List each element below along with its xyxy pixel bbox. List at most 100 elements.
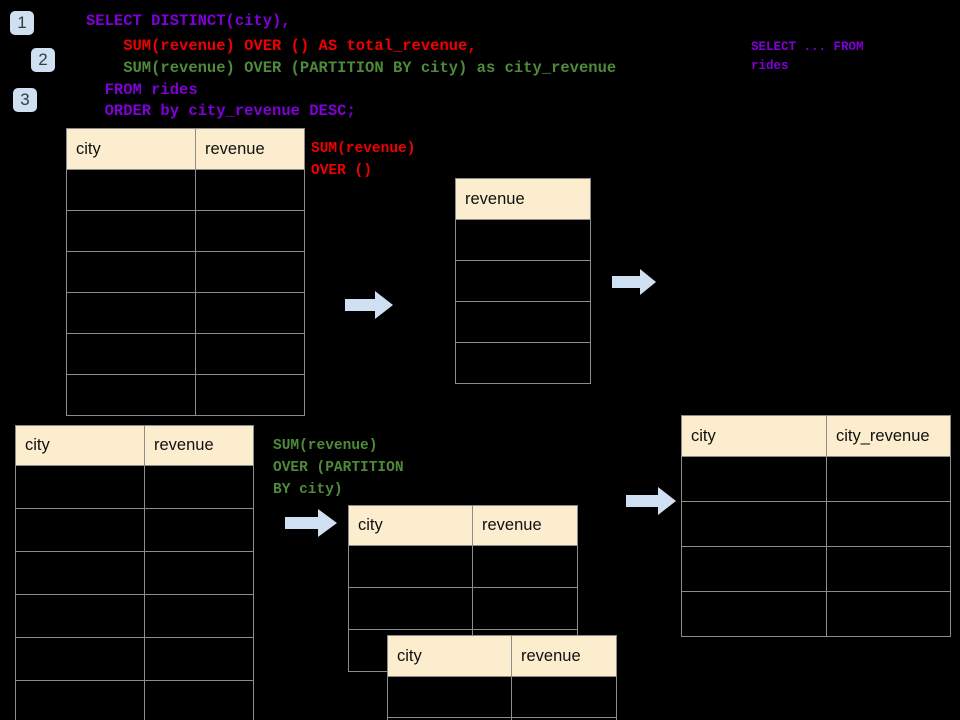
annotation-over-partition: SUM(revenue) OVER (PARTITION BY city) (273, 438, 404, 498)
table-cell (348, 587, 473, 630)
table-row (15, 465, 254, 509)
table-cell (681, 546, 827, 592)
table-total-revenue: revenue (455, 178, 591, 384)
table-row (15, 680, 254, 720)
table-result: city city_revenue (681, 415, 951, 637)
annotation-over-empty: SUM(revenue) OVER () (311, 141, 416, 179)
column-header-revenue: revenue (144, 425, 254, 466)
table-source-top: city revenue (66, 128, 305, 416)
table-row (387, 717, 617, 720)
table-cell (66, 169, 196, 211)
sql-side-note: SELECT ... FROM rides (751, 40, 864, 73)
table-cell (195, 374, 305, 416)
table-row (66, 292, 305, 334)
table-cell (195, 251, 305, 293)
table-cell (826, 501, 951, 547)
table-cell (195, 169, 305, 211)
table-cell (195, 292, 305, 334)
table-cell (144, 594, 254, 638)
table-cell (15, 637, 145, 681)
table-source-bottom: city revenue (15, 425, 254, 720)
table-cell (144, 465, 254, 509)
arrow-source-to-partition-icon (285, 509, 337, 537)
table-cell (387, 676, 512, 718)
table-header-row: city revenue (66, 128, 305, 170)
sql-line-order-by: ORDER by city_revenue DESC; (86, 102, 356, 120)
table-cell (144, 508, 254, 552)
table-header-row: city revenue (15, 425, 254, 466)
sql-line-from: FROM rides (86, 81, 198, 99)
column-header-revenue: revenue (511, 635, 617, 677)
table-cell (455, 219, 591, 261)
table-row (15, 508, 254, 552)
table-cell (511, 717, 617, 720)
table-cell (455, 301, 591, 343)
table-cell (15, 594, 145, 638)
table-row (66, 210, 305, 252)
table-row (681, 546, 951, 592)
table-cell (681, 456, 827, 502)
table-cell (66, 333, 196, 375)
table-cell (15, 465, 145, 509)
table-row (15, 551, 254, 595)
table-cell (195, 333, 305, 375)
column-header-revenue: revenue (472, 505, 578, 546)
table-cell (472, 545, 578, 588)
table-partition-front: city revenue (387, 635, 617, 720)
table-cell (826, 546, 951, 592)
table-row (15, 594, 254, 638)
column-header-city: city (387, 635, 512, 677)
column-header-revenue: revenue (455, 178, 591, 220)
sql-line-city-revenue: SUM(revenue) OVER (PARTITION BY city) as… (86, 59, 617, 77)
arrow-partition-to-result-icon (626, 487, 676, 515)
table-cell (66, 251, 196, 293)
table-cell (455, 260, 591, 302)
table-row (66, 374, 305, 416)
table-header-row: city revenue (348, 505, 578, 546)
table-cell (15, 551, 145, 595)
table-cell (826, 456, 951, 502)
column-header-city: city (681, 415, 827, 457)
table-cell (66, 210, 196, 252)
table-cell (826, 591, 951, 637)
table-row (348, 545, 578, 588)
table-cell (348, 545, 473, 588)
table-cell (15, 680, 145, 720)
step-badge-3: 3 (13, 88, 37, 112)
table-row (681, 591, 951, 637)
table-cell (472, 587, 578, 630)
step-badge-2: 2 (31, 48, 55, 72)
table-row (66, 169, 305, 211)
table-row (455, 301, 591, 343)
table-cell (66, 374, 196, 416)
table-cell (681, 591, 827, 637)
column-header-city: city (348, 505, 473, 546)
table-row (66, 333, 305, 375)
table-cell (144, 680, 254, 720)
table-cell (681, 501, 827, 547)
table-header-row: revenue (455, 178, 591, 220)
table-cell (455, 342, 591, 384)
table-cell (511, 676, 617, 718)
table-cell (66, 292, 196, 334)
sql-line-select: SELECT DISTINCT(city), (86, 12, 291, 30)
table-header-row: city revenue (387, 635, 617, 677)
sql-line-total-revenue: SUM(revenue) OVER () AS total_revenue, (86, 37, 477, 55)
arrow-source-to-total-icon (345, 291, 393, 319)
table-cell (144, 637, 254, 681)
column-header-city-revenue: city_revenue (826, 415, 951, 457)
column-header-city: city (15, 425, 145, 466)
arrow-total-to-result-icon (612, 269, 656, 295)
table-row (455, 219, 591, 261)
table-cell (195, 210, 305, 252)
table-row (348, 587, 578, 630)
table-header-row: city city_revenue (681, 415, 951, 457)
table-cell (15, 508, 145, 552)
table-row (66, 251, 305, 293)
table-row (681, 456, 951, 502)
table-row (455, 260, 591, 302)
table-row (15, 637, 254, 681)
table-row (681, 501, 951, 547)
column-header-city: city (66, 128, 196, 170)
